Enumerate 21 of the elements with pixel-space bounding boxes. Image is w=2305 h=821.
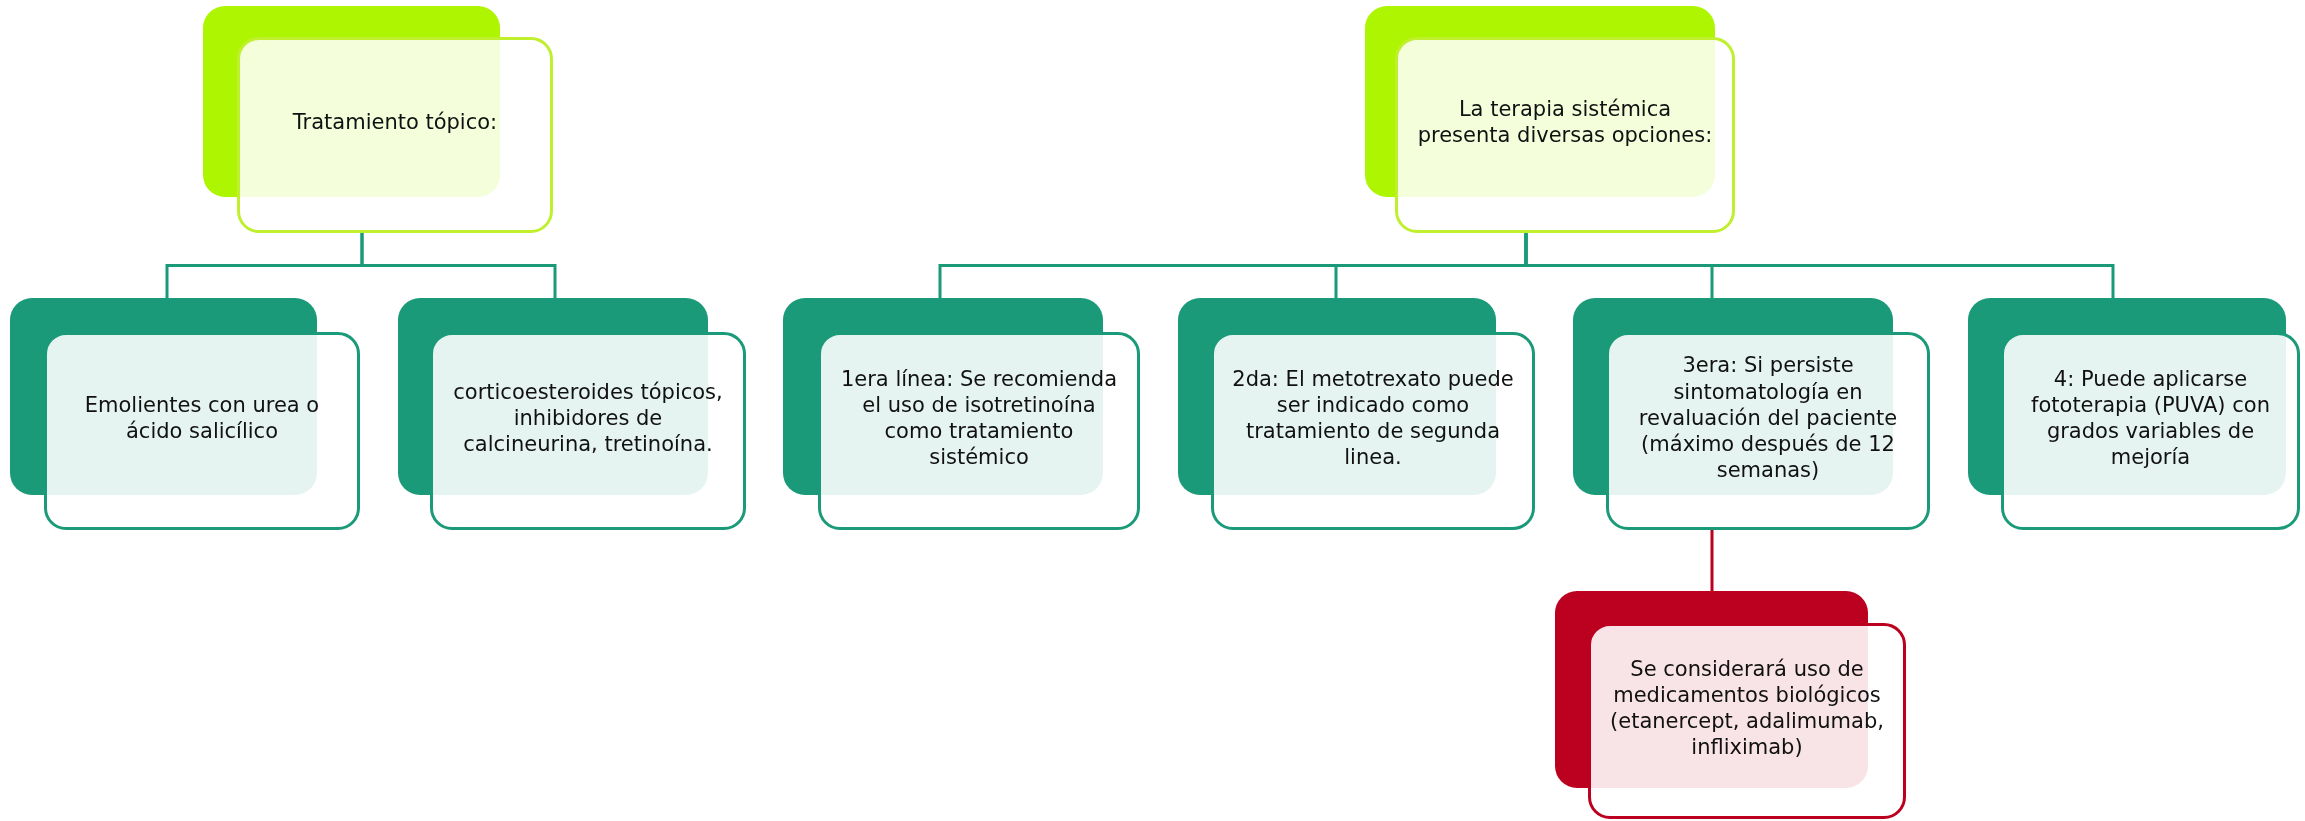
box-text: Emolientes con urea o ácido salicílico — [83, 391, 321, 445]
box-text: Se considerará uso de medicamentos biológicos (etanercept, adalimumab, infliximab) — [1609, 655, 1885, 761]
process-box — [1555, 591, 1906, 819]
box-text: 3era: Si persiste sintomatología en revaluación del paciente (máximo después de 12 semanas) — [1637, 352, 1899, 484]
connector-line — [1524, 233, 2115, 298]
process-box — [10, 298, 360, 530]
process-box — [203, 6, 553, 233]
process-box — [1365, 6, 1735, 233]
connector-line — [1710, 530, 1714, 591]
process-box — [1573, 298, 1930, 530]
process-box — [783, 298, 1140, 530]
box-text: 2da: El metotrexato puede ser indicado como tratamiento de segunda linea. — [1231, 365, 1515, 471]
process-box — [1178, 298, 1535, 530]
box-text: corticoesteroides tópicos, inhibidores de calcineurina, tretinoína. — [452, 378, 724, 458]
box-text: 1era línea: Se recomienda el uso de isotretinoína como tratamiento sistémico — [839, 365, 1119, 471]
box-text: La terapia sistémica presenta diversas opciones: — [1416, 95, 1714, 149]
process-box — [398, 298, 746, 530]
box-text: 4: Puede aplicarse fototerapia (PUVA) con grados variables de mejoría — [2030, 365, 2271, 471]
connector-line — [360, 233, 557, 298]
process-box — [1968, 298, 2300, 530]
box-text: Tratamiento tópico: — [292, 108, 498, 136]
